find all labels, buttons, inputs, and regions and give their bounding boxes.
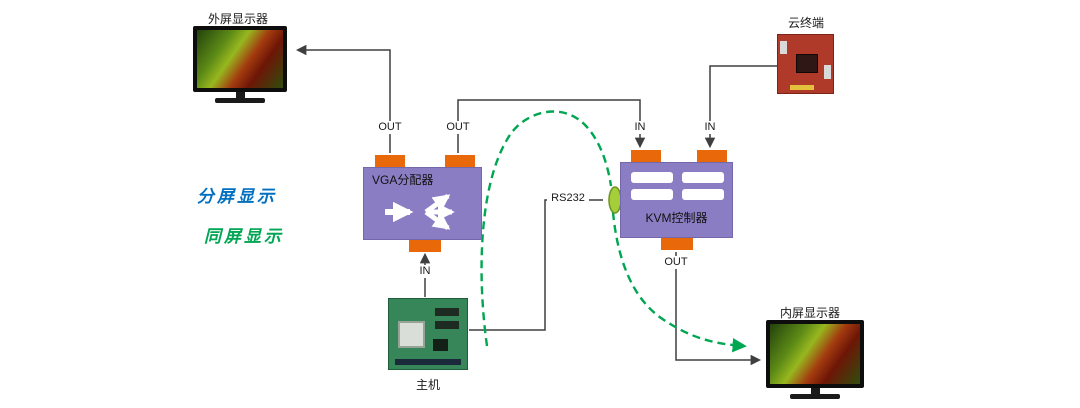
monitor-screen	[193, 26, 287, 92]
kvm-in-right-connector	[697, 150, 727, 162]
vga-splitter-box: VGA分配器	[363, 167, 482, 240]
monitor-stand	[235, 92, 245, 98]
vga-out-right-connector	[445, 155, 475, 167]
kvm-slot-icon	[682, 189, 724, 200]
split-arrow-icon	[385, 193, 455, 231]
monitor-wallpaper	[770, 324, 860, 384]
internal-monitor-label: 内屏显示器	[780, 306, 841, 320]
wire-host-rs232-to-kvm	[469, 199, 603, 331]
cpu-socket-icon	[398, 321, 425, 348]
port-label-vga-out-left: OUT	[373, 121, 407, 134]
port-label-vga-in: IN	[413, 265, 437, 278]
host-label: 主机	[415, 378, 440, 392]
port-label-vga-out-right: OUT	[441, 121, 475, 134]
chip-icon	[796, 54, 818, 73]
external-monitor-label: 外屏显示器	[208, 12, 269, 26]
external-monitor-icon	[193, 26, 287, 103]
kvm-in-left-connector	[631, 150, 661, 162]
kvm-controller-title: KVM控制器	[645, 211, 708, 225]
edge-connector-icon	[790, 85, 814, 90]
chip-icon	[435, 321, 459, 329]
chip-icon	[435, 308, 459, 316]
connector-icon	[780, 41, 787, 54]
wire-kvm-to-internal-monitor	[675, 252, 762, 366]
port-label-kvm-in-left: IN	[628, 121, 652, 134]
host-board-icon	[388, 298, 468, 370]
kvm-controller-box: KVM控制器	[620, 162, 733, 238]
chip-icon	[433, 339, 448, 351]
monitor-screen	[766, 320, 864, 388]
kvm-out-connector	[661, 238, 693, 250]
cloud-terminal-board-icon	[777, 34, 834, 94]
wire-cloud-terminal-to-kvm	[704, 65, 778, 149]
same-screen-path-upper	[480, 110, 613, 347]
port-label-rs232: RS232	[547, 192, 589, 205]
internal-monitor-icon	[766, 320, 864, 399]
monitor-stand	[810, 388, 820, 394]
edge-connector-icon	[395, 359, 461, 365]
wire-vga-to-external-monitor	[295, 44, 391, 153]
vga-out-left-connector	[375, 155, 405, 167]
kvm-slot-icon	[682, 172, 724, 183]
cloud-terminal-label: 云终端	[788, 16, 825, 30]
wire-vga-to-kvm	[457, 99, 646, 153]
same-screen-path-lower	[611, 211, 747, 353]
vga-in-connector	[409, 240, 441, 252]
monitor-base	[215, 98, 265, 103]
kvm-slot-icon	[631, 189, 673, 200]
connector-icon	[824, 65, 831, 79]
vga-splitter-title: VGA分配器	[372, 173, 434, 187]
port-label-kvm-in-right: IN	[698, 121, 722, 134]
kvm-slot-icon	[631, 172, 673, 183]
monitor-base	[790, 394, 840, 399]
legend-split-screen: 分屏显示	[197, 187, 277, 206]
legend-same-screen: 同屏显示	[204, 227, 284, 246]
port-label-kvm-out: OUT	[659, 256, 693, 269]
monitor-wallpaper	[197, 30, 283, 88]
